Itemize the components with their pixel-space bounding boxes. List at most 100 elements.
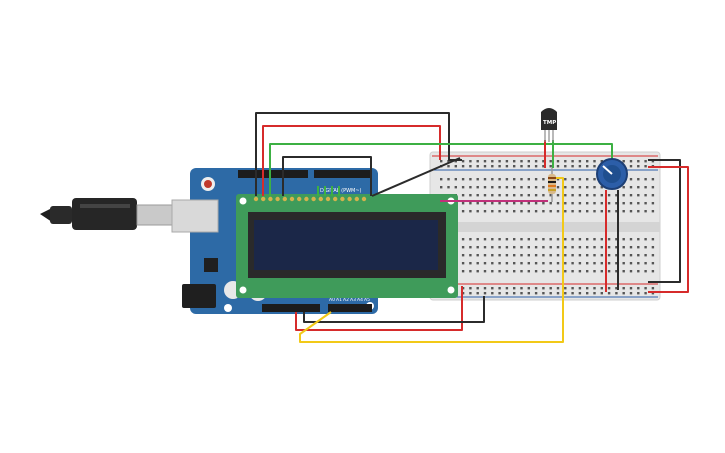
terminal-hole[interactable] (461, 270, 465, 273)
terminal-hole[interactable] (469, 210, 472, 213)
terminal-hole[interactable] (527, 202, 530, 205)
rail-hole[interactable] (534, 287, 538, 290)
terminal-hole[interactable] (622, 238, 625, 241)
terminal-hole[interactable] (629, 194, 633, 197)
rail-hole[interactable] (622, 287, 625, 290)
wire-red-2[interactable] (295, 286, 463, 331)
terminal-hole[interactable] (469, 186, 472, 189)
terminal-hole[interactable] (637, 186, 640, 189)
rail-hole[interactable] (586, 165, 589, 168)
terminal-hole[interactable] (476, 186, 479, 189)
rail-hole[interactable] (542, 292, 545, 295)
terminal-hole[interactable] (534, 262, 538, 265)
terminal-hole[interactable] (644, 270, 647, 273)
terminal-hole[interactable] (527, 254, 530, 257)
terminal-hole[interactable] (615, 270, 618, 273)
terminal-hole[interactable] (549, 254, 552, 257)
terminal-hole[interactable] (571, 254, 574, 257)
terminal-hole[interactable] (491, 270, 494, 273)
rail-hole[interactable] (483, 160, 487, 163)
terminal-hole[interactable] (564, 186, 567, 189)
terminal-hole[interactable] (644, 186, 647, 189)
terminal-hole[interactable] (520, 194, 523, 197)
terminal-hole[interactable] (556, 210, 560, 213)
terminal-hole[interactable] (564, 238, 567, 241)
terminal-hole[interactable] (586, 194, 589, 197)
rail-hole[interactable] (637, 287, 640, 290)
terminal-hole[interactable] (600, 254, 603, 257)
rail-hole[interactable] (564, 165, 567, 168)
terminal-hole[interactable] (461, 262, 465, 265)
terminal-hole[interactable] (644, 194, 647, 197)
terminal-hole[interactable] (491, 202, 494, 205)
terminal-hole[interactable] (498, 202, 501, 205)
rail-hole[interactable] (520, 165, 523, 168)
terminal-hole[interactable] (491, 186, 494, 189)
terminal-hole[interactable] (556, 246, 560, 249)
rail-hole[interactable] (629, 160, 633, 163)
terminal-hole[interactable] (534, 270, 538, 273)
terminal-hole[interactable] (505, 178, 509, 181)
terminal-hole[interactable] (556, 262, 560, 265)
terminal-hole[interactable] (513, 262, 516, 265)
terminal-hole[interactable] (571, 210, 574, 213)
potentiometer[interactable] (596, 158, 628, 190)
wire-black-2[interactable] (282, 156, 372, 196)
terminal-hole[interactable] (615, 254, 618, 257)
terminal-hole[interactable] (651, 238, 655, 241)
terminal-hole[interactable] (483, 270, 487, 273)
terminal-hole[interactable] (534, 202, 538, 205)
rail-hole[interactable] (644, 292, 647, 295)
terminal-hole[interactable] (549, 210, 552, 213)
terminal-hole[interactable] (571, 194, 574, 197)
terminal-hole[interactable] (520, 246, 523, 249)
terminal-hole[interactable] (637, 178, 640, 181)
terminal-hole[interactable] (549, 262, 552, 265)
rail-hole[interactable] (513, 292, 516, 295)
terminal-hole[interactable] (607, 262, 611, 265)
rail-hole[interactable] (542, 287, 545, 290)
rail-hole[interactable] (469, 160, 472, 163)
terminal-hole[interactable] (556, 270, 560, 273)
lcd-pin[interactable] (347, 196, 352, 202)
terminal-hole[interactable] (644, 178, 647, 181)
terminal-hole[interactable] (637, 262, 640, 265)
terminal-hole[interactable] (607, 194, 611, 197)
terminal-hole[interactable] (564, 194, 567, 197)
terminal-hole[interactable] (505, 270, 509, 273)
rail-hole[interactable] (461, 160, 465, 163)
terminal-hole[interactable] (586, 210, 589, 213)
terminal-hole[interactable] (534, 238, 538, 241)
terminal-hole[interactable] (578, 202, 582, 205)
terminal-hole[interactable] (622, 254, 625, 257)
terminal-hole[interactable] (622, 262, 625, 265)
terminal-hole[interactable] (498, 254, 501, 257)
terminal-hole[interactable] (440, 178, 443, 181)
terminal-hole[interactable] (651, 246, 655, 249)
rail-hole[interactable] (571, 292, 574, 295)
rail-hole[interactable] (571, 160, 574, 163)
terminal-hole[interactable] (461, 210, 465, 213)
terminal-hole[interactable] (513, 238, 516, 241)
terminal-hole[interactable] (483, 186, 487, 189)
terminal-hole[interactable] (513, 246, 516, 249)
terminal-hole[interactable] (593, 178, 596, 181)
terminal-hole[interactable] (564, 254, 567, 257)
terminal-hole[interactable] (527, 270, 530, 273)
rail-hole[interactable] (629, 287, 633, 290)
rail-hole[interactable] (593, 287, 596, 290)
rail-hole[interactable] (505, 160, 509, 163)
terminal-hole[interactable] (644, 210, 647, 213)
terminal-hole[interactable] (644, 202, 647, 205)
rail-hole[interactable] (593, 160, 596, 163)
wires[interactable] (255, 112, 689, 343)
terminal-hole[interactable] (527, 246, 530, 249)
terminal-hole[interactable] (578, 238, 582, 241)
terminal-hole[interactable] (556, 202, 560, 205)
terminal-hole[interactable] (513, 186, 516, 189)
terminal-hole[interactable] (578, 194, 582, 197)
terminal-hole[interactable] (629, 210, 633, 213)
rail-hole[interactable] (498, 160, 501, 163)
terminal-hole[interactable] (629, 178, 633, 181)
terminal-hole[interactable] (542, 254, 545, 257)
